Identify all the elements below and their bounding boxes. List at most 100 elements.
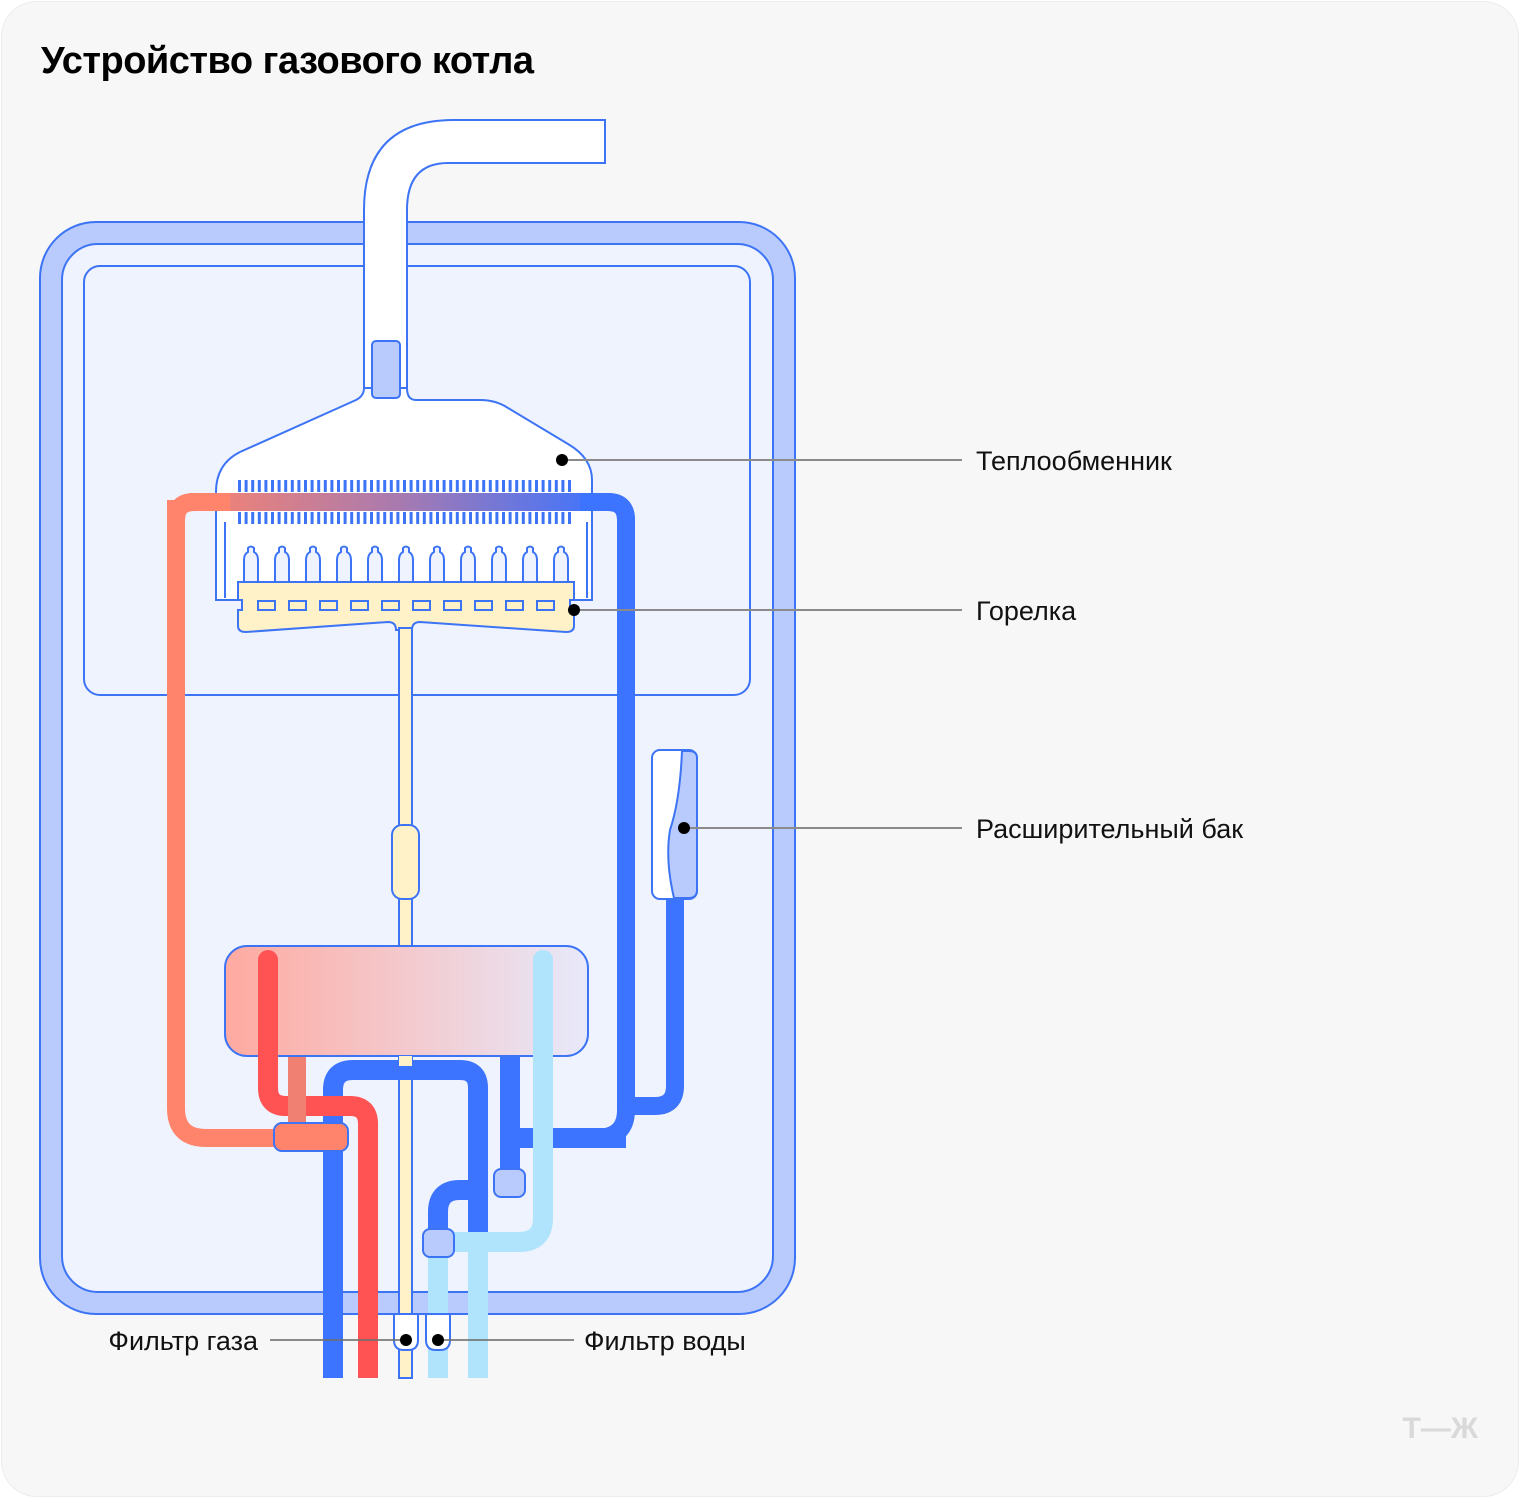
fin xyxy=(482,512,486,524)
fin xyxy=(422,480,426,492)
burner-slot xyxy=(412,600,431,611)
fin xyxy=(416,512,420,524)
burner-slot xyxy=(350,600,369,611)
fin xyxy=(541,512,545,524)
fin xyxy=(297,480,301,492)
heat-exchanger-marker xyxy=(556,454,568,466)
burner xyxy=(237,545,575,634)
fin xyxy=(409,480,413,492)
fin xyxy=(515,480,519,492)
fin xyxy=(297,512,301,524)
fin xyxy=(561,512,565,524)
fin xyxy=(429,480,433,492)
burner-nozzle xyxy=(553,545,569,583)
heat-exchanger-fins xyxy=(238,480,571,524)
burner-slot xyxy=(381,600,400,611)
fin xyxy=(238,480,241,492)
fin xyxy=(376,512,380,524)
fin xyxy=(317,512,321,524)
burner-nozzle xyxy=(460,545,476,583)
burner-slot xyxy=(257,600,276,611)
valve-left xyxy=(422,1228,455,1258)
fin xyxy=(376,480,380,492)
fin xyxy=(495,512,499,524)
fin xyxy=(554,480,558,492)
burner-nozzle xyxy=(522,545,538,583)
fin xyxy=(416,480,420,492)
burner-slot xyxy=(443,600,462,611)
fin xyxy=(271,480,274,492)
fin xyxy=(488,512,492,524)
burner-nozzle xyxy=(336,545,352,583)
fin xyxy=(469,480,472,492)
fin xyxy=(277,512,281,524)
fin xyxy=(548,480,552,492)
fin xyxy=(528,480,532,492)
fin xyxy=(508,480,512,492)
burner-nozzle xyxy=(491,545,507,583)
fin xyxy=(257,512,261,524)
fin xyxy=(442,480,446,492)
fin xyxy=(244,480,248,492)
fin xyxy=(356,480,360,492)
burner-nozzles xyxy=(243,545,569,583)
fin xyxy=(251,480,255,492)
fin xyxy=(568,512,571,524)
fin xyxy=(323,512,327,524)
fin xyxy=(389,480,393,492)
expansion-tank xyxy=(651,749,698,900)
fin xyxy=(383,480,387,492)
fin xyxy=(548,512,552,524)
fin xyxy=(330,480,334,492)
fin xyxy=(257,480,261,492)
fin xyxy=(409,512,413,524)
burner-marker xyxy=(568,604,580,616)
expansion-tank-marker xyxy=(678,822,690,834)
fin xyxy=(337,480,340,492)
fin xyxy=(356,512,360,524)
fin xyxy=(396,512,400,524)
burner-slot xyxy=(288,600,307,611)
fin xyxy=(455,480,459,492)
label-expansion-tank: Расширительный бак xyxy=(976,814,1243,844)
fin xyxy=(403,512,406,524)
fin xyxy=(554,512,558,524)
fin xyxy=(277,480,281,492)
fin xyxy=(502,512,505,524)
fin xyxy=(310,480,314,492)
callouts xyxy=(270,454,962,1346)
burner-slot xyxy=(536,600,555,611)
fin xyxy=(568,480,571,492)
fin xyxy=(436,512,439,524)
burner-slot xyxy=(505,600,524,611)
fin xyxy=(521,480,525,492)
fin xyxy=(290,512,294,524)
fin xyxy=(290,480,294,492)
fin xyxy=(561,480,565,492)
fin xyxy=(317,480,321,492)
fin xyxy=(251,512,255,524)
valve-right xyxy=(493,1168,526,1198)
fin xyxy=(271,512,274,524)
fin xyxy=(264,480,268,492)
fin xyxy=(436,480,439,492)
water-pipes xyxy=(258,960,626,1378)
label-burner: Горелка xyxy=(976,596,1077,626)
burner-nozzle xyxy=(274,545,290,583)
fin xyxy=(330,512,334,524)
fin xyxy=(475,512,479,524)
fin xyxy=(350,512,354,524)
fin xyxy=(535,480,538,492)
burner-nozzle xyxy=(429,545,445,583)
fin xyxy=(389,512,393,524)
burner-slot xyxy=(474,600,493,611)
fin xyxy=(469,512,472,524)
fin xyxy=(528,512,532,524)
fin xyxy=(422,512,426,524)
fin xyxy=(244,512,248,524)
fin xyxy=(502,480,505,492)
fin xyxy=(343,480,347,492)
burner-slot xyxy=(319,600,338,611)
label-heat-exchanger: Теплообменник xyxy=(976,446,1172,476)
